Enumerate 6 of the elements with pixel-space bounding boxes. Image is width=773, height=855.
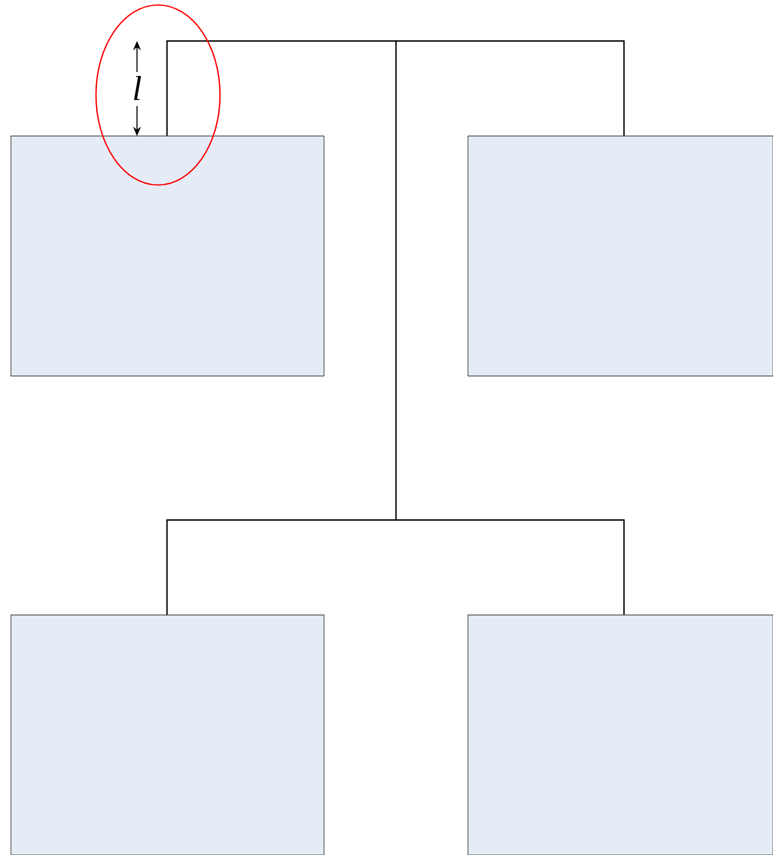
connector-line [166, 519, 625, 615]
box [468, 614, 773, 855]
box [10, 136, 324, 376]
dimension-label: l [134, 76, 142, 100]
box [468, 136, 773, 376]
box [10, 614, 324, 855]
